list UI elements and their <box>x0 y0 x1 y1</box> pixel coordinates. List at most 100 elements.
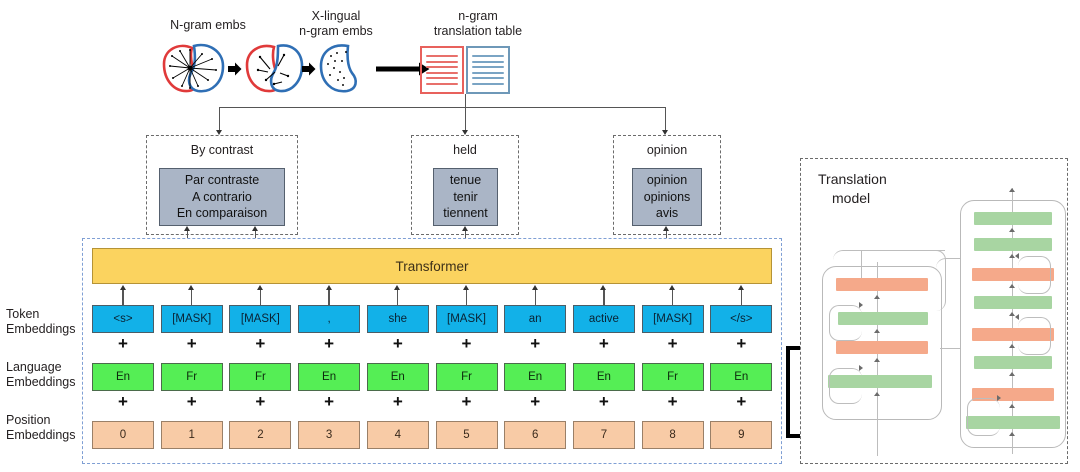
token-to-transformer-arrow-9-icon <box>737 285 744 290</box>
tm-encoder-residual-2 <box>829 368 862 404</box>
token-to-transformer-arrow-8-icon <box>669 285 676 290</box>
candidate-box-3[interactable]: opinion opinions avis <box>632 168 702 226</box>
tm-decoder-flow-arrow-3-icon <box>1009 312 1015 316</box>
position-cell-9[interactable]: 9 <box>710 421 773 449</box>
position-cell-6[interactable]: 6 <box>504 421 567 449</box>
token-to-transformer-arrow-0-icon <box>119 285 126 290</box>
position-cell-4[interactable]: 4 <box>366 421 429 449</box>
candidate-3-2: opinions <box>643 189 691 204</box>
position-cell-2[interactable]: 2 <box>229 421 292 449</box>
language-cell-1[interactable]: Fr <box>160 363 223 391</box>
position-cell-7[interactable]: 7 <box>572 421 635 449</box>
language-cell-2[interactable]: Fr <box>229 363 292 391</box>
tm-decoder-bar-1-green <box>974 238 1052 251</box>
caption-xlingual-line2: n-gram embs <box>299 24 373 38</box>
token-cell-9[interactable]: </s> <box>710 305 773 333</box>
position-cell-0[interactable]: 0 <box>92 421 154 449</box>
plus-sign-r0-c1: + <box>186 334 197 353</box>
position-cell-8[interactable]: 8 <box>641 421 704 449</box>
tm-decoder-residual-2-arrow-icon <box>1015 314 1019 320</box>
token-to-transformer-line-5 <box>465 290 468 305</box>
plus-sign-r0-c3: + <box>324 334 335 353</box>
plus-sign-r1-c1: + <box>186 392 197 411</box>
merged-xlingual-cluster-icon <box>319 44 357 93</box>
plus-sign-r0-c7: + <box>598 334 609 353</box>
tm-decoder-residual-3 <box>967 398 1000 436</box>
candidate-1-2: A contrario <box>192 189 252 204</box>
tm-decoder-output-arrow-icon <box>1009 188 1015 192</box>
token-cell-3[interactable]: , <box>298 305 361 333</box>
ngram-embedding-cluster-icon <box>162 43 225 93</box>
branch-arrow-1-icon <box>215 130 222 135</box>
candidate-2-3: tiennent <box>443 206 488 220</box>
row-label-token-line1: Token <box>6 307 40 321</box>
tm-decoder-main-axis <box>1012 188 1014 454</box>
tm-decoder-residual-1-arrow-icon <box>1015 253 1019 259</box>
branch-arrow-2-icon <box>461 130 468 135</box>
row-label-position-embeddings: Position Embeddings <box>6 413 76 443</box>
position-cell-5[interactable]: 5 <box>435 421 498 449</box>
plus-sign-r0-c4: + <box>392 334 403 353</box>
tm-encoder-residual-2-arrow-icon <box>859 365 863 371</box>
language-cell-3[interactable]: En <box>298 363 361 391</box>
plus-sign-r0-c5: + <box>461 334 472 353</box>
caption-ngram-embs-text: N-gram embs <box>170 18 246 32</box>
token-cell-8[interactable]: [MASK] <box>641 305 704 333</box>
token-to-transformer-line-1 <box>191 290 193 305</box>
tm-decoder-residual-1 <box>1018 256 1051 294</box>
transformer-label: Transformer <box>395 258 469 274</box>
plus-sign-r1-c7: + <box>598 392 609 411</box>
candidate-1-3: En comparaison <box>176 206 268 220</box>
tm-encoder-top-link <box>861 250 945 252</box>
language-cell-4[interactable]: En <box>366 363 429 391</box>
language-cell-5[interactable]: Fr <box>435 363 498 391</box>
tm-encoder-top-link-down <box>861 250 863 278</box>
language-cell-6[interactable]: En <box>504 363 567 391</box>
plus-sign-r1-c9: + <box>736 392 747 411</box>
translation-table-target-column <box>466 46 510 94</box>
token-cell-1[interactable]: [MASK] <box>160 305 223 333</box>
candidate-1-1: Par contraste <box>184 173 260 187</box>
tm-encoder-bar-1-green <box>838 312 928 325</box>
tm-decoder-bar-2-orange <box>972 268 1054 281</box>
language-cell-0[interactable]: En <box>92 363 154 391</box>
token-cell-5[interactable]: [MASK] <box>435 305 498 333</box>
table-down-stem <box>465 94 467 108</box>
language-cell-7[interactable]: En <box>572 363 635 391</box>
tm-decoder-flow-arrow-4-icon <box>1009 344 1015 348</box>
candidate-3-3: avis <box>655 206 679 220</box>
token-cell-6[interactable]: an <box>504 305 567 333</box>
pred-arrow-head-c-icon <box>461 226 468 231</box>
candidate-box-2[interactable]: tenue tenir tiennent <box>433 168 498 226</box>
row-label-language-embeddings: Language Embeddings <box>6 360 76 390</box>
tm-encoder-residual-1 <box>829 305 862 341</box>
token-cell-4[interactable]: she <box>366 305 429 333</box>
pred-arrow-head-b-icon <box>251 226 258 231</box>
source-word-label-2: held <box>453 143 477 157</box>
token-cell-2[interactable]: [MASK] <box>229 305 292 333</box>
plus-sign-r1-c2: + <box>255 392 266 411</box>
language-cell-9[interactable]: En <box>710 363 773 391</box>
transformer-block[interactable]: Transformer <box>92 248 772 284</box>
branch-to-group-2 <box>465 107 467 132</box>
branch-arrow-3-icon <box>661 130 668 135</box>
candidate-3-1: opinion <box>646 173 688 187</box>
tm-decoder-flow-arrow-7-icon <box>1009 432 1015 436</box>
caption-table-line2: translation table <box>433 24 523 38</box>
tm-decoder-flow-arrow-2-icon <box>1009 284 1015 288</box>
language-cell-8[interactable]: Fr <box>641 363 704 391</box>
row-label-token-embeddings: Token Embeddings <box>6 307 76 337</box>
token-cell-7[interactable]: active <box>572 305 635 333</box>
position-cell-1[interactable]: 1 <box>160 421 223 449</box>
token-cell-0[interactable]: <s> <box>92 305 154 333</box>
branch-to-group-3 <box>665 107 667 132</box>
position-cell-3[interactable]: 3 <box>298 421 361 449</box>
tm-decoder-bar-6-orange <box>972 388 1054 401</box>
tm-decoder-flow-arrow-5-icon <box>1009 372 1015 376</box>
translation-model-title-line2: model <box>832 190 871 206</box>
token-to-transformer-arrow-2-icon <box>256 285 263 290</box>
candidate-box-1[interactable]: Par contraste A contrario En comparaison <box>159 168 285 226</box>
pred-arrow-head-d-icon <box>662 226 669 231</box>
plus-sign-r1-c3: + <box>324 392 335 411</box>
token-to-transformer-line-6 <box>534 290 536 305</box>
